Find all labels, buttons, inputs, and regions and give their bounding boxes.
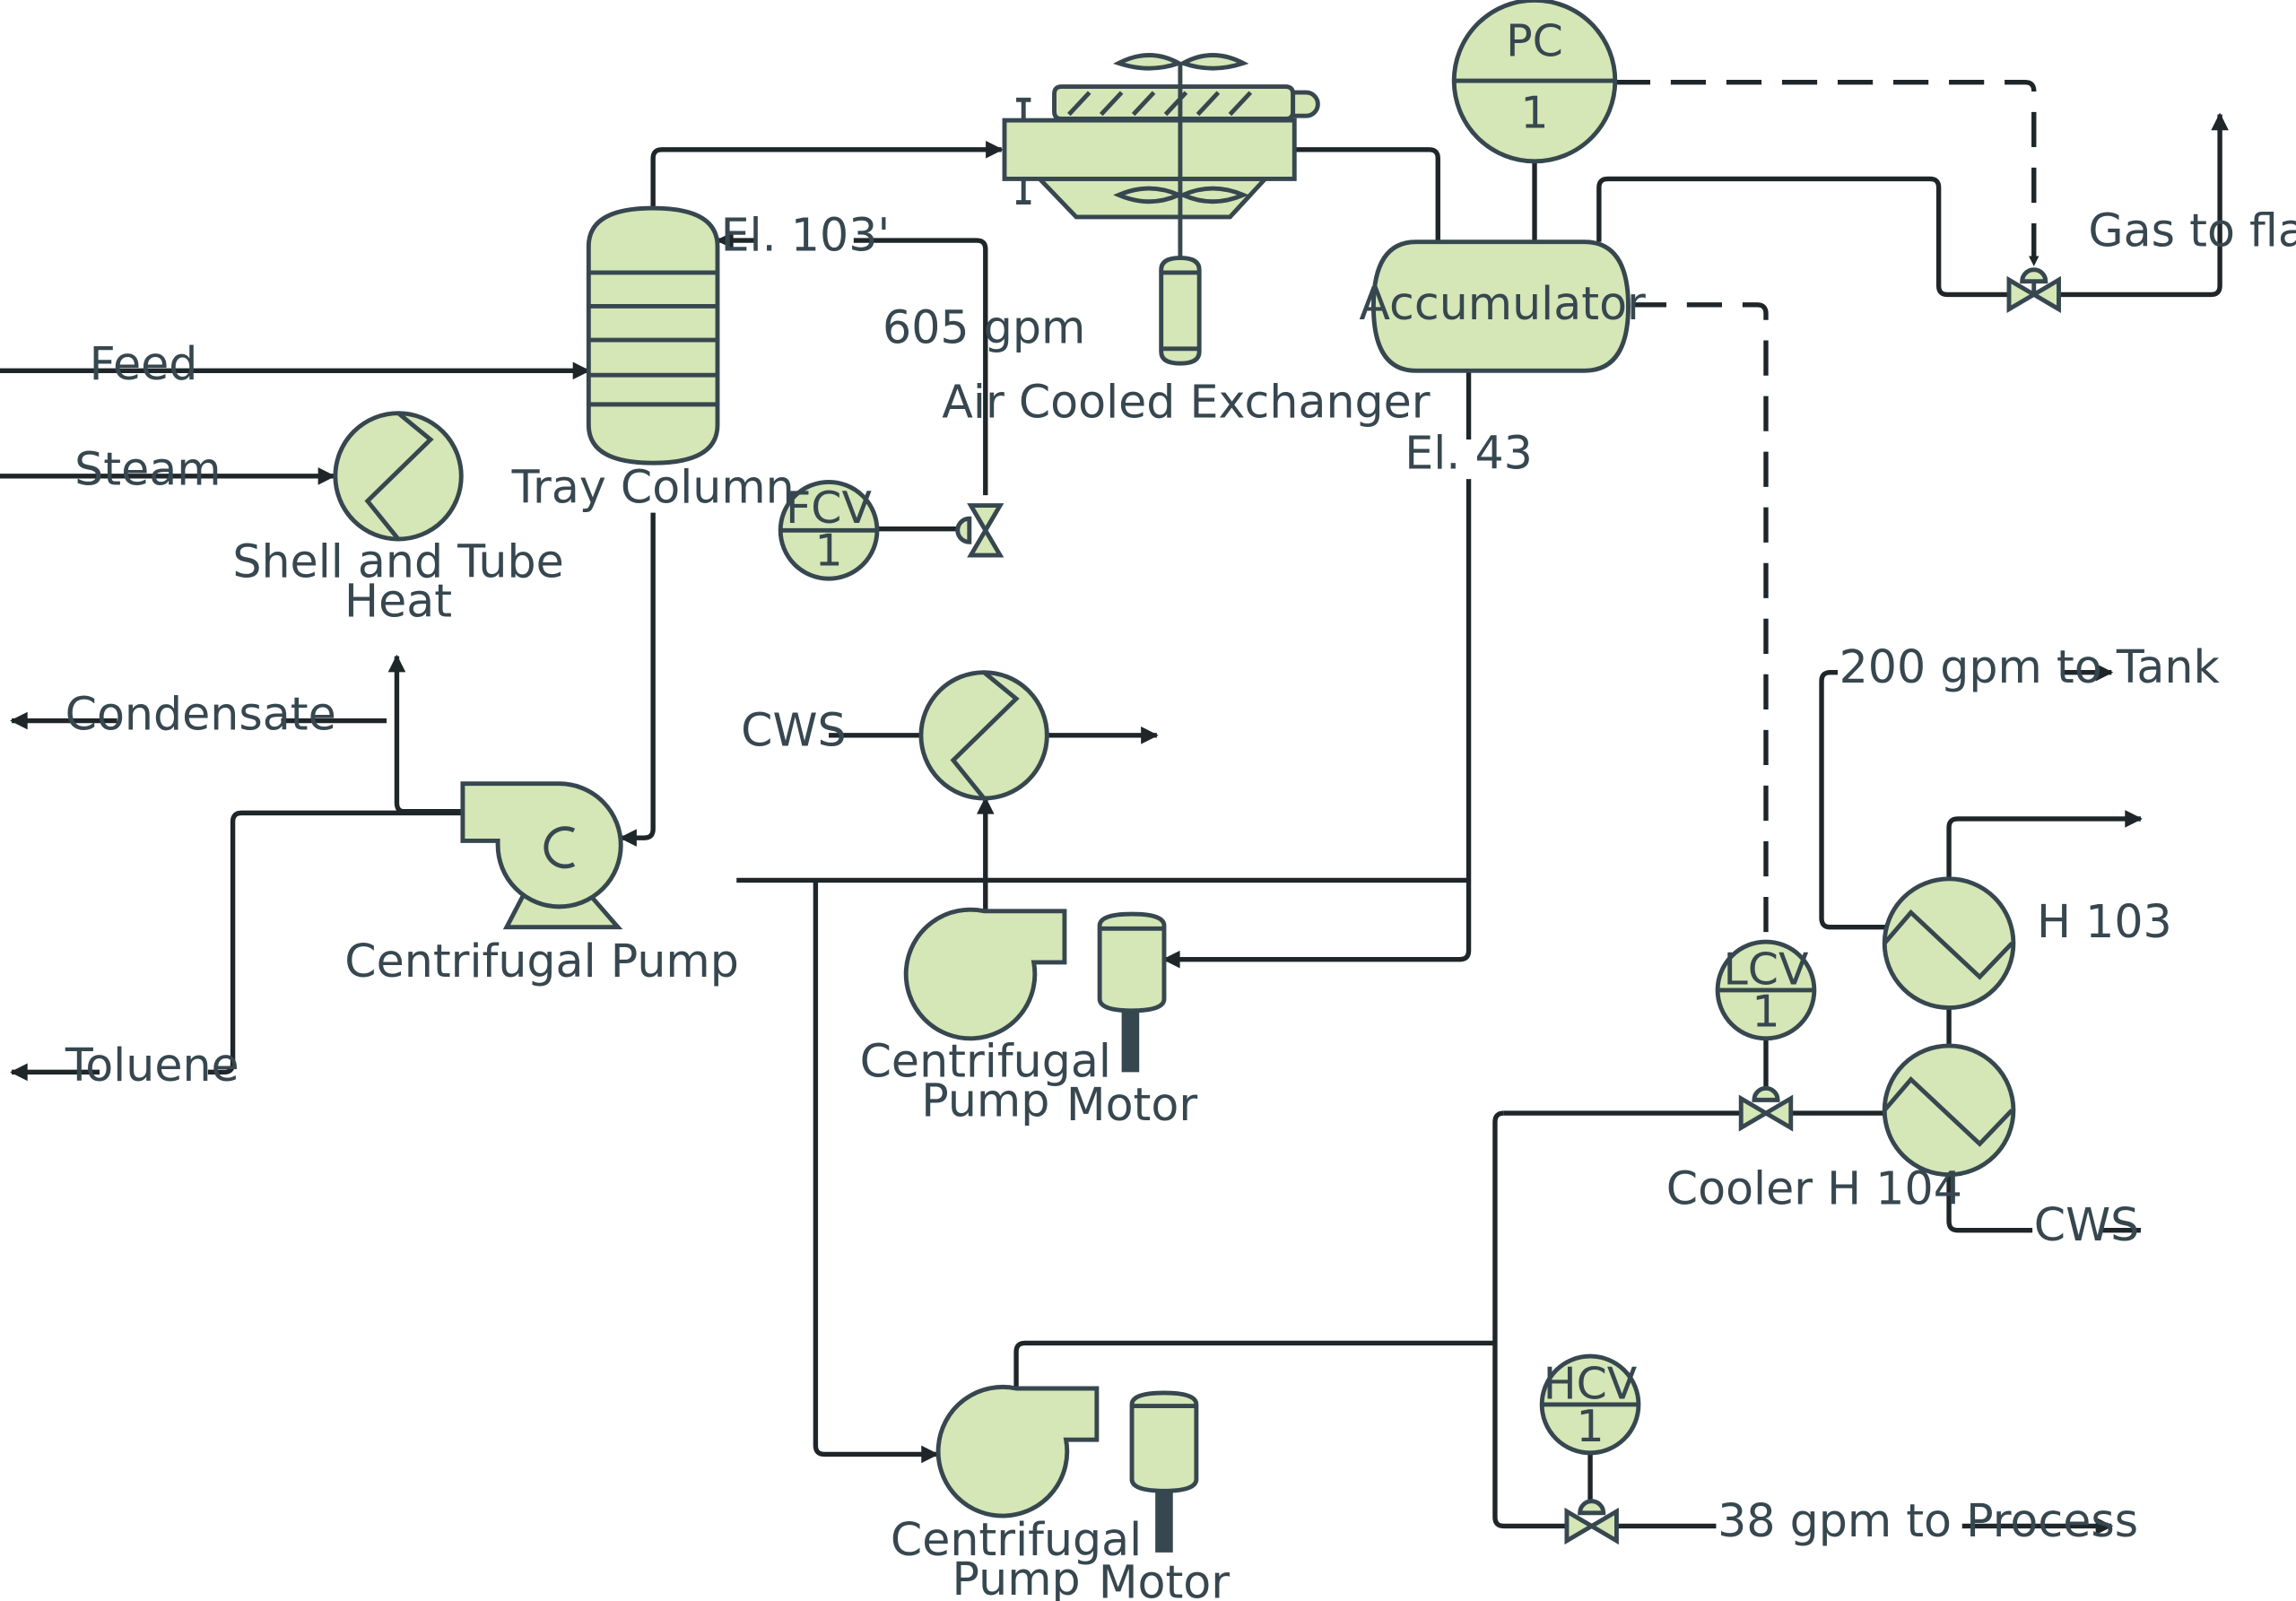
fcv-instrument[interactable]: FCV 1 [778,479,880,581]
h103-exchanger[interactable] [1882,876,2016,1010]
h104-cws-pipe [1946,1174,2033,1233]
fcv-tag: FCV [786,483,872,534]
lcv-instrument[interactable]: LCV 1 [1715,939,1817,1041]
el103-label: El. 103' [721,208,891,261]
fcv-number: 1 [815,525,843,576]
centrifugal-pump-middle[interactable] [903,907,1067,1041]
condensate-return-pipe [387,654,463,814]
fcv-valve[interactable] [955,503,1004,558]
motor-middle[interactable] [1097,911,1167,1073]
centrifugal-pump-lower-label-1: Centrifugal [891,1513,1142,1566]
centrifugal-pump-middle-label-1: Centrifugal [860,1034,1111,1087]
lower-pump-discharge-pipe [1013,1340,1495,1389]
centrifugal-pump-middle-label-2: Pump [921,1074,1049,1127]
air-cooled-exchanger-label: Air Cooled Exchanger [942,376,1431,429]
air-cooled-exchanger[interactable] [1002,53,1320,366]
gas-line-pipe [1596,176,2009,298]
lcv-tag: LCV [1723,944,1808,995]
shell-tube-label-1: Shell and Tube [232,535,563,588]
hcv-tag: HCV [1544,1358,1638,1409]
tray-column-label: Tray Column [511,460,795,513]
stream-labels: Feed Steam Condensate Toluene El. 103' 6… [65,204,2296,1547]
motor-lower[interactable] [1129,1390,1199,1553]
lcv-signal-line [1631,302,1769,953]
flare-control-valve[interactable] [2006,267,2061,314]
h103-label: H 103 [2037,895,2172,948]
lcv-valve[interactable] [1738,1085,1794,1132]
pipes [0,112,2229,1536]
pc-number: 1 [1520,87,1548,138]
accumulator-bottoms-pipe-b [1162,479,1472,969]
column-bottoms-pipe [619,512,656,847]
gpm605-label: 605 gpm [883,300,1085,353]
accumulator[interactable] [1370,239,1631,373]
lower-pump-suction-pipe [813,880,939,1464]
toluene-pipe [207,810,463,1075]
pc-tag: PC [1506,15,1563,66]
shell-tube-label-2: Heat [344,575,452,628]
steam-label: Steam [74,443,221,496]
lcv-number: 1 [1752,987,1779,1038]
centrifugal-pump-left[interactable] [460,781,623,930]
cooler-h104[interactable] [1882,1043,2016,1178]
cooler-h104-label: Cooler H 104 [1666,1162,1962,1214]
signal-lines [1614,79,2039,953]
el43-label: El. 43 [1405,427,1533,480]
h103-outlet-pipe [1946,810,2143,879]
centrifugal-pump-left-label: Centrifugal Pump [344,935,739,988]
hcv-instrument[interactable]: HCV 1 [1539,1353,1641,1456]
cws-label-right: CWS [2034,1198,2140,1251]
centrifugal-pump-lower-label-2: Pump [952,1553,1080,1601]
column-overhead-pipe [650,140,1004,209]
gas-to-flare-label: Gas to flare [2088,204,2296,257]
toluene-label: Toluene [65,1039,239,1092]
motor-lower-label: Motor [1099,1555,1230,1601]
tray-column[interactable] [586,205,720,466]
centrifugal-pump-lower[interactable] [935,1384,1100,1518]
condensate-label: Condensate [65,687,336,740]
feed-label: Feed [90,337,198,390]
gas-to-flare-pipe [2058,112,2229,298]
hcv-number: 1 [1576,1401,1604,1452]
cws-label-left: CWS [741,703,847,756]
reflux-return-pipe [853,238,988,496]
pc-instrument[interactable]: PC 1 [1451,0,1618,164]
exchanger-to-accumulator-pipe [1294,147,1440,242]
shell-tube-heat-exchanger[interactable] [333,411,464,542]
motor-middle-label: Motor [1066,1078,1197,1131]
gpm200-tank-label: 200 gpm to Tank [1839,640,2221,693]
cws-heat-exchanger[interactable] [918,670,1049,801]
hcv-valve[interactable] [1564,1499,1619,1545]
gpm38-process-label: 38 gpm to Process [1718,1494,2138,1547]
pc-signal-line [1614,79,2039,266]
accumulator-label: Accumulator [1359,277,1646,330]
process-branch-pipe [1492,1110,1567,1529]
tank-branch-pipe [1819,669,1886,930]
